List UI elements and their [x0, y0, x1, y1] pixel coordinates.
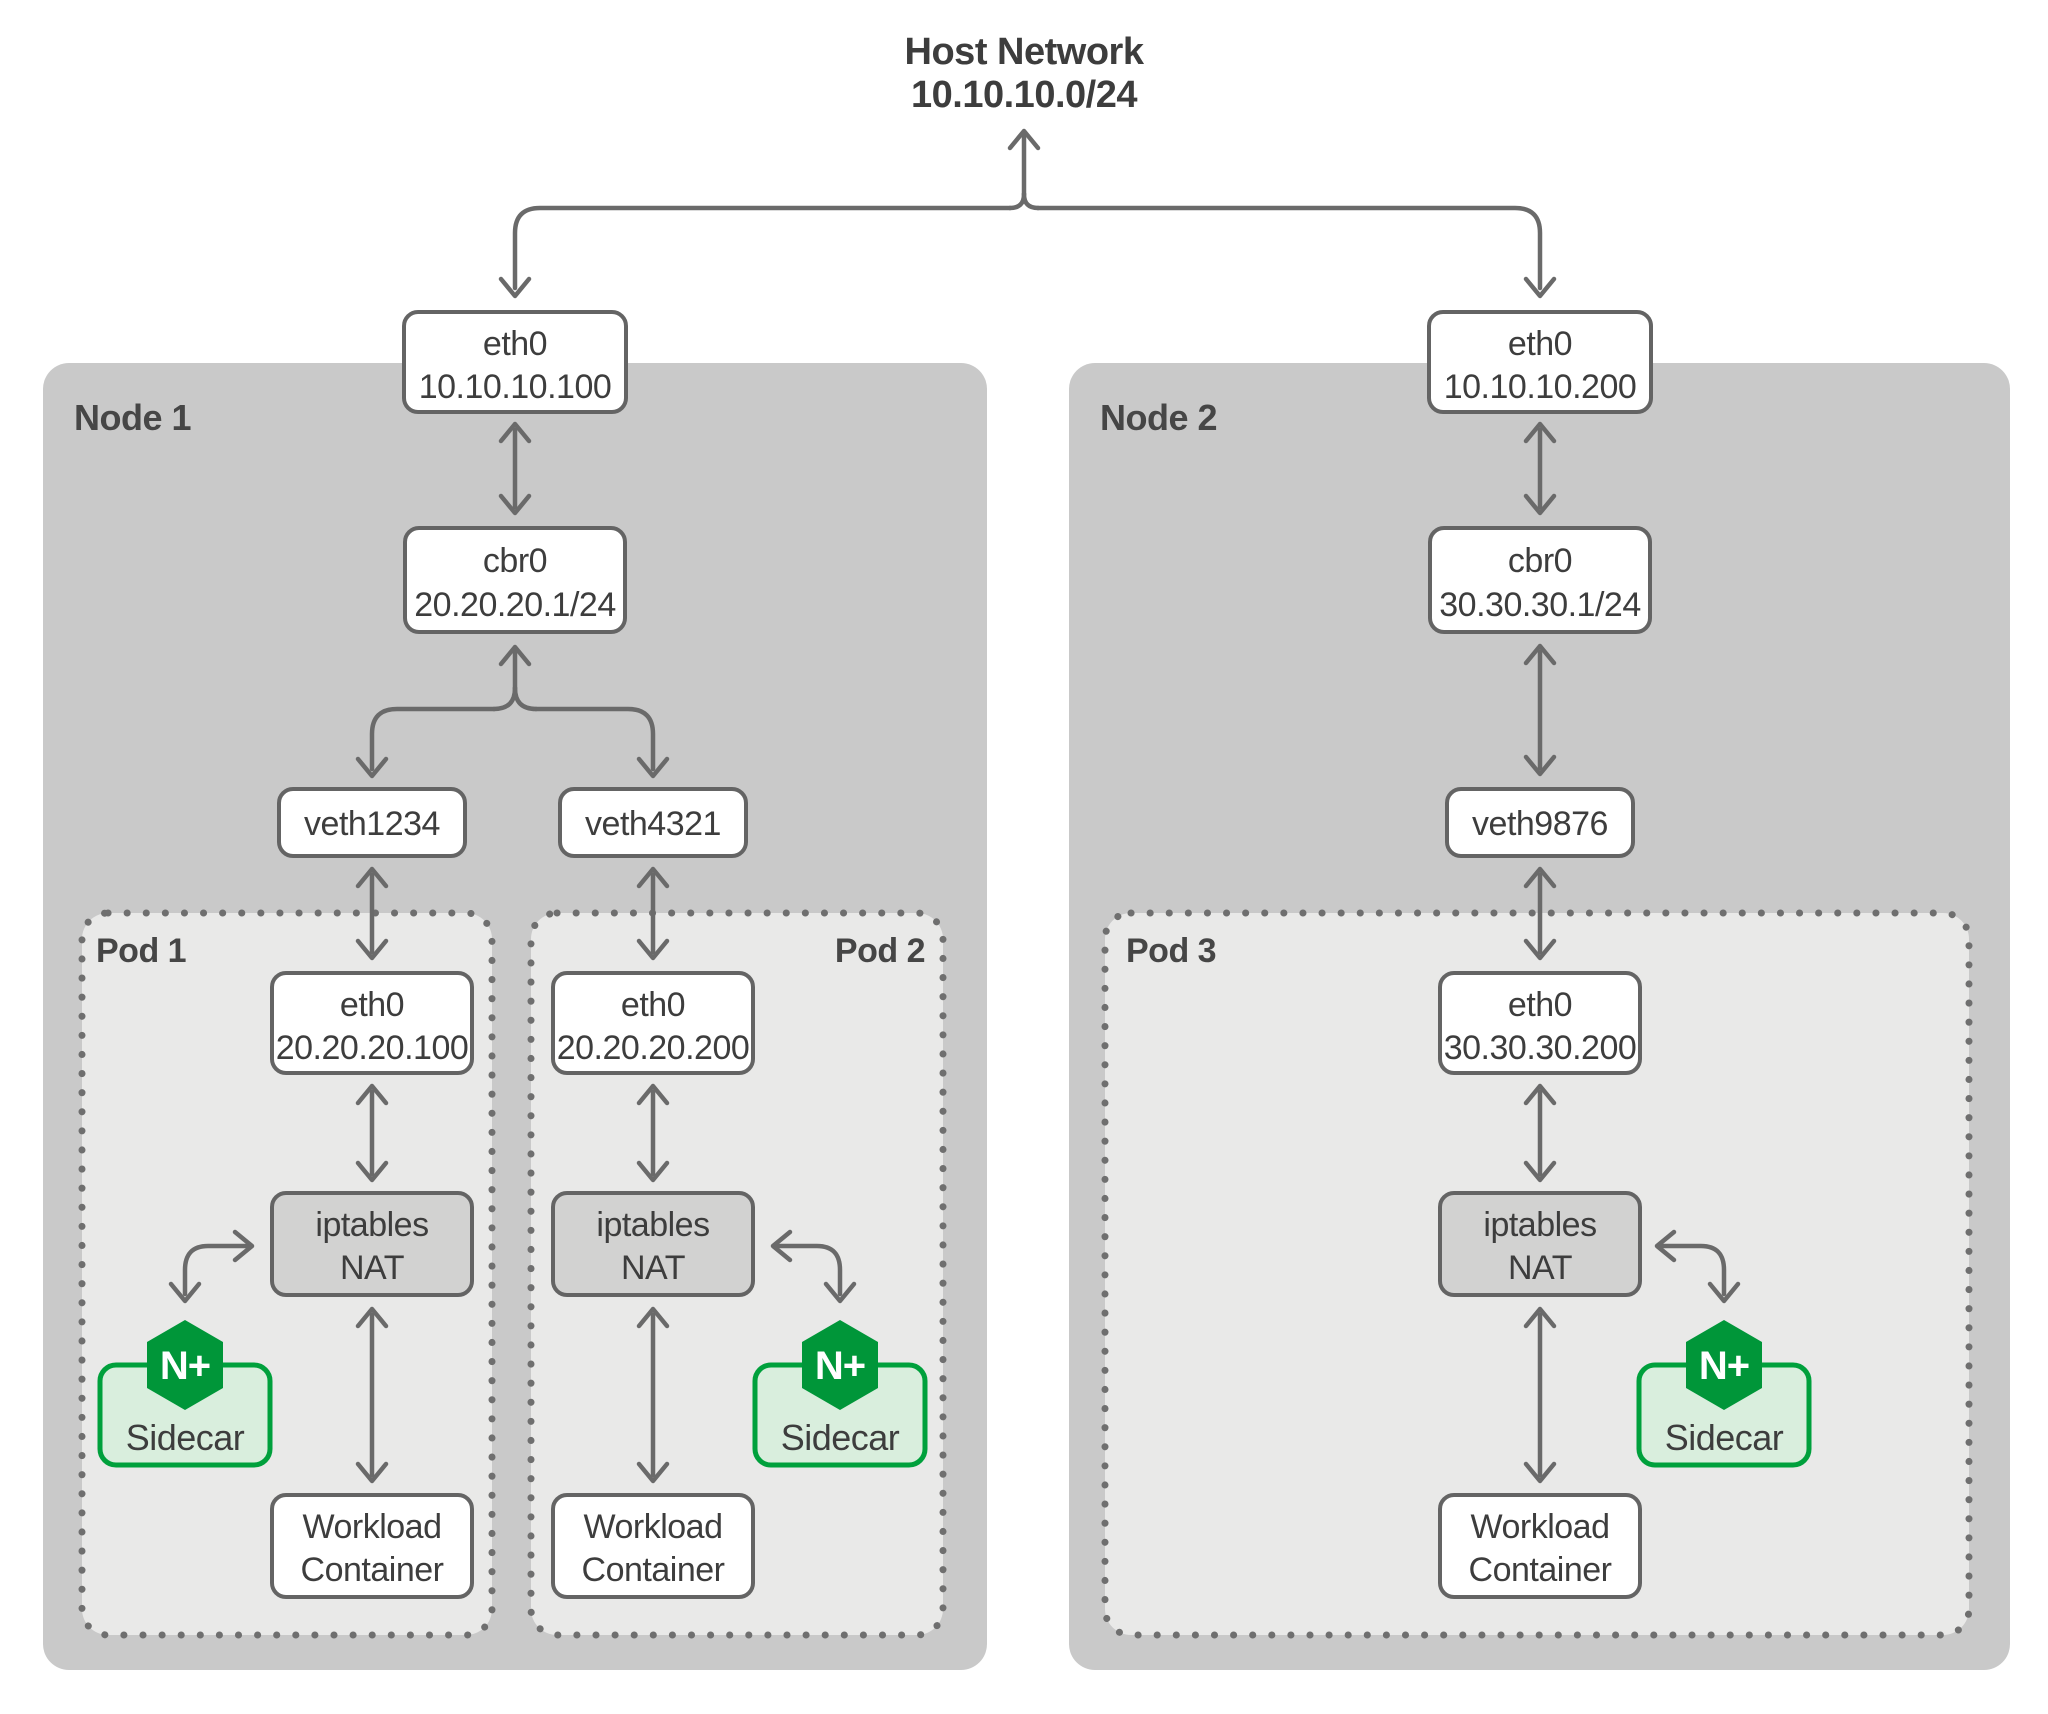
box-shape	[270, 1493, 474, 1599]
box-shape	[403, 526, 627, 634]
nat-line2: NAT	[621, 1249, 685, 1287]
bridge-cidr: 30.30.30.1/24	[1439, 586, 1640, 624]
pod-3-sidecar: N+ Sidecar	[1636, 1320, 1812, 1468]
pod-2-workload-box: Workload Container	[551, 1493, 755, 1599]
box-shape	[277, 787, 467, 858]
node-1-cbr0-box: cbr0 20.20.20.1/24	[403, 526, 627, 634]
bridge-name: cbr0	[483, 542, 547, 580]
box-shape	[558, 787, 748, 858]
veth4321-box: veth4321	[558, 787, 748, 858]
eth0-ip: 10.10.10.100	[419, 368, 612, 406]
pod1-sidecar-elbow	[182, 1243, 250, 1297]
pod-1-workload-box: Workload Container	[270, 1493, 474, 1599]
eth0-name: eth0	[340, 986, 404, 1024]
split-to-veth1234	[369, 706, 497, 772]
pod-3-eth0-box: eth0 30.30.30.200	[1438, 971, 1642, 1075]
pod-1-sidecar: N+ Sidecar	[97, 1320, 273, 1468]
pod-2-sidecar: N+ Sidecar	[752, 1320, 928, 1468]
split-fillet-right	[512, 685, 539, 712]
box-shape	[1428, 526, 1652, 634]
box-shape	[270, 971, 474, 1075]
pod-1-eth0-box: eth0 20.20.20.100	[270, 971, 474, 1075]
box-shape	[1445, 787, 1635, 858]
veth9876-box: veth9876	[1445, 787, 1635, 858]
nat-line2: NAT	[1508, 1249, 1572, 1287]
sidecar-label: Sidecar	[126, 1417, 245, 1458]
box-shape	[551, 971, 755, 1075]
workload-line2: Container	[582, 1551, 725, 1589]
eth0-name: eth0	[483, 325, 547, 363]
veth-name: veth9876	[1472, 805, 1608, 843]
pod2-sidecar-elbow	[775, 1243, 843, 1297]
nat-line1: iptables	[1483, 1206, 1596, 1244]
sidecar-label: Sidecar	[1665, 1417, 1784, 1458]
host-network-title: Host Network	[905, 31, 1145, 73]
nginx-plus-logo-text: N+	[160, 1344, 210, 1388]
eth0-ip: 30.30.30.200	[1444, 1029, 1637, 1067]
bridge-cidr: 20.20.20.1/24	[414, 586, 615, 624]
pod-1-iptables-nat-box: iptables NAT	[270, 1191, 474, 1297]
box-shape	[270, 1191, 474, 1297]
nat-line1: iptables	[596, 1206, 709, 1244]
nat-line1: iptables	[315, 1206, 428, 1244]
node-2-cbr0-box: cbr0 30.30.30.1/24	[1428, 526, 1652, 634]
workload-line1: Workload	[303, 1508, 442, 1546]
sidecar-label: Sidecar	[781, 1417, 900, 1458]
eth0-name: eth0	[621, 986, 685, 1024]
eth0-name: eth0	[1508, 325, 1572, 363]
branch-to-node-1	[512, 205, 1013, 291]
veth-name: veth1234	[304, 805, 440, 843]
workload-line1: Workload	[1471, 1508, 1610, 1546]
pod-3-workload-box: Workload Container	[1438, 1493, 1642, 1599]
eth0-to-nat-arrows	[358, 1086, 1554, 1180]
host-network-subnet: 10.10.10.0/24	[911, 74, 1137, 116]
host-network-branch-arrows	[501, 131, 1554, 296]
nat-to-workload-arrows	[358, 1309, 1554, 1481]
bridge-name: cbr0	[1508, 542, 1572, 580]
eth0-ip: 20.20.20.200	[557, 1029, 750, 1067]
eth0-ip: 20.20.20.100	[276, 1029, 469, 1067]
nat-to-sidecar-arrows	[171, 1232, 1738, 1301]
pod-3-iptables-nat-box: iptables NAT	[1438, 1191, 1642, 1297]
veth-name: veth4321	[585, 805, 721, 843]
node-2-label: Node 2	[1100, 397, 1217, 438]
pod-2-iptables-nat-box: iptables NAT	[551, 1191, 755, 1297]
workload-line2: Container	[1469, 1551, 1612, 1589]
workload-line1: Workload	[584, 1508, 723, 1546]
pod3-sidecar-elbow	[1659, 1243, 1727, 1297]
workload-line2: Container	[301, 1551, 444, 1589]
box-shape	[1438, 1493, 1642, 1599]
pod-2-label: Pod 2	[835, 932, 925, 970]
box-shape	[1438, 1191, 1642, 1297]
box-shape	[402, 310, 628, 414]
eth0-ip: 10.10.10.200	[1444, 368, 1637, 406]
node-1-arrows	[358, 424, 667, 776]
box-shape	[551, 1191, 755, 1297]
pod-3-label: Pod 3	[1126, 932, 1216, 970]
nginx-plus-logo-text: N+	[1699, 1344, 1749, 1388]
veth1234-box: veth1234	[277, 787, 467, 858]
box-shape	[1438, 971, 1642, 1075]
pod-1-label: Pod 1	[96, 932, 186, 970]
pod-2-eth0-box: eth0 20.20.20.200	[551, 971, 755, 1075]
node-2-arrows	[1526, 424, 1554, 774]
node-2-eth0-box: eth0 10.10.10.200	[1427, 310, 1653, 414]
box-shape	[551, 1493, 755, 1599]
branch-to-node-2	[1035, 205, 1543, 291]
box-shape	[1427, 310, 1653, 414]
node-1-eth0-box: eth0 10.10.10.100	[402, 310, 628, 414]
node-1-label: Node 1	[74, 397, 192, 438]
trunk-fillet-right	[1021, 191, 1041, 211]
split-to-veth4321	[533, 706, 656, 772]
nginx-plus-logo-text: N+	[815, 1344, 865, 1388]
nat-line2: NAT	[340, 1249, 404, 1287]
veth-to-pod-arrows	[358, 869, 1554, 958]
eth0-name: eth0	[1508, 986, 1572, 1024]
